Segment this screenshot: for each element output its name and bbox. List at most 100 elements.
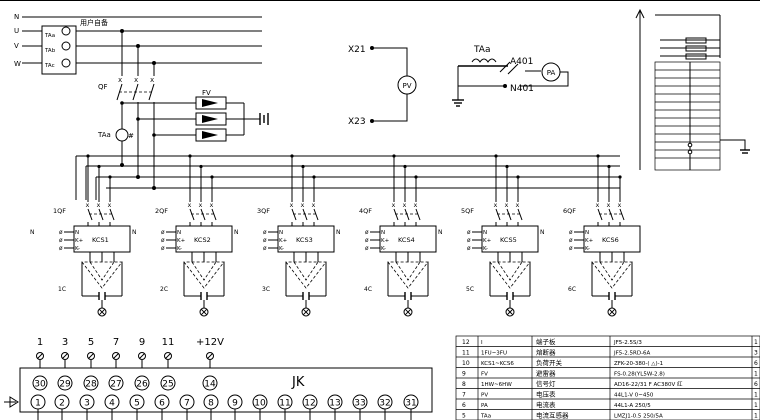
- pa-term-n-dot: [503, 84, 507, 88]
- controller-row1-label: 26: [136, 380, 148, 390]
- branch-cap-delta-inner: [497, 261, 523, 281]
- controller-top-terminal-slash: [88, 353, 94, 359]
- parts-row-code: PA: [481, 403, 488, 409]
- branch-pole-blade: [211, 208, 217, 221]
- parts-row-name: 端子板: [536, 337, 556, 346]
- branch-bus-dot: [290, 154, 294, 158]
- bus-ct-coil-b: [61, 41, 71, 51]
- branch-capacitor-label: 6C: [568, 286, 576, 293]
- branch-cap-delta-inner: [191, 261, 217, 281]
- ammeter-circuit: TAa A401 N401 PA: [452, 45, 569, 107]
- branch-breaker-label: 4QF: [359, 207, 372, 215]
- branch-n-label: N: [438, 229, 443, 236]
- voltmeter-terminal-bottom: X23: [348, 117, 366, 127]
- branch-lamp-x: [302, 308, 310, 316]
- branch-bus-dot: [97, 164, 101, 169]
- parts-row-no: 8: [462, 381, 466, 388]
- branch-input-terminal: ø: [467, 229, 471, 236]
- branch-bus-dot: [199, 164, 203, 169]
- ammeter-terminal-n: N401: [510, 84, 534, 94]
- branch-input-terminal: ø: [569, 245, 573, 252]
- branch-bus-dot: [516, 175, 520, 179]
- distribution-bus: [75, 155, 620, 200]
- pa-return: [520, 71, 569, 87]
- branch-lamp-x: [608, 308, 616, 316]
- branch-input-terminal: ø: [569, 237, 573, 244]
- parts-row-spec: LMZJ1-0.5 250/5A: [614, 414, 663, 420]
- branch-cap-delta: [81, 261, 123, 289]
- parts-row-code: TAa: [480, 414, 491, 420]
- controller-top-terminal-slash: [113, 353, 119, 359]
- branch-n-label: N: [540, 229, 545, 236]
- branch-pole-x: x: [210, 201, 214, 209]
- panel-arrow: [635, 8, 645, 19]
- parts-row-no: 5: [462, 413, 466, 420]
- bus-ct-coil-c: [61, 58, 71, 68]
- branch-lamp-x: [98, 308, 106, 316]
- branch-pole-x: x: [516, 201, 520, 209]
- branch-lamp-x: [200, 308, 208, 316]
- branch-capacitor-label: 1C: [58, 286, 66, 293]
- controller-row1-label: 14: [204, 380, 216, 390]
- branch-pole-blade: [619, 208, 625, 221]
- pv-wire-top: [372, 47, 408, 76]
- controller-name: JK: [291, 375, 305, 390]
- branch-pole-blade: [189, 208, 195, 221]
- branch-pole-blade: [608, 208, 614, 221]
- controller-row2-label: 7: [184, 399, 190, 409]
- arrester-2-arrow: [202, 115, 218, 123]
- branch-module-label: KCS5: [500, 236, 517, 244]
- branch-input-label: N: [75, 230, 79, 236]
- branch-pole-blade: [313, 208, 319, 221]
- main-breaker-label: QF: [98, 83, 108, 91]
- main-ct-label: TAa: [97, 131, 111, 139]
- branch-input-label: K+: [585, 238, 594, 244]
- controller-top-terminal-slash: [165, 353, 171, 359]
- ammeter-terminal-a: A401: [510, 57, 533, 67]
- arrester-3-arrow: [202, 131, 218, 139]
- branch-input-terminal: ø: [59, 229, 63, 236]
- controller-input-arrow: [9, 396, 19, 408]
- branch-pole-blade: [393, 208, 399, 221]
- bus-label-v: V: [14, 42, 19, 50]
- pa-term-a-tick1: [499, 61, 511, 73]
- branch-pole-blade: [98, 208, 104, 221]
- branch-cap-delta: [183, 261, 225, 289]
- parts-row-qty: 3: [754, 350, 758, 357]
- parts-row-spec: AD16-22/31 F AC380V 红: [614, 380, 683, 388]
- panel-strip-lines: [655, 69, 720, 159]
- bus-ct-coil-a: [61, 26, 71, 36]
- branch-bus-dot: [301, 164, 305, 169]
- branch-bus-dot: [210, 175, 214, 179]
- parts-row-name: 避雷器: [536, 369, 556, 378]
- branch-input-terminal: ø: [59, 245, 63, 252]
- voltmeter: [397, 75, 417, 95]
- parts-row-qty: 6: [754, 381, 758, 388]
- controller-row2-label: 10: [254, 399, 266, 409]
- branch-pole-x: x: [86, 201, 90, 209]
- phase-bus: N U V W 用户自备 TAa TAb TAc: [14, 13, 262, 76]
- qf-x1: x: [118, 76, 122, 84]
- branch-pole-x: x: [618, 201, 622, 209]
- parts-row-code: 1FU~3FU: [481, 351, 507, 357]
- branch-pole-blade: [302, 208, 308, 221]
- parts-row-qty: 1: [754, 339, 758, 346]
- controller-top-label: 7: [113, 337, 119, 348]
- branch-input-terminal: ø: [59, 237, 63, 244]
- branch-pole-x: x: [199, 201, 203, 209]
- branch-capacitor-label: 3C: [262, 286, 270, 293]
- branch-breaker-label: 1QF: [53, 207, 66, 215]
- branch-pole-x: x: [596, 201, 600, 209]
- controller-row1-label: 25: [162, 380, 173, 390]
- branch-bus-dot: [505, 164, 509, 169]
- branch-module-label: KCS4: [398, 236, 415, 244]
- parts-row-spec: JF5-2.5S/3: [613, 340, 642, 346]
- voltmeter-circuit: X21 X23 PV: [348, 45, 417, 127]
- parts-row-qty: 6: [754, 360, 758, 367]
- parts-row-name: 信号灯: [536, 379, 556, 388]
